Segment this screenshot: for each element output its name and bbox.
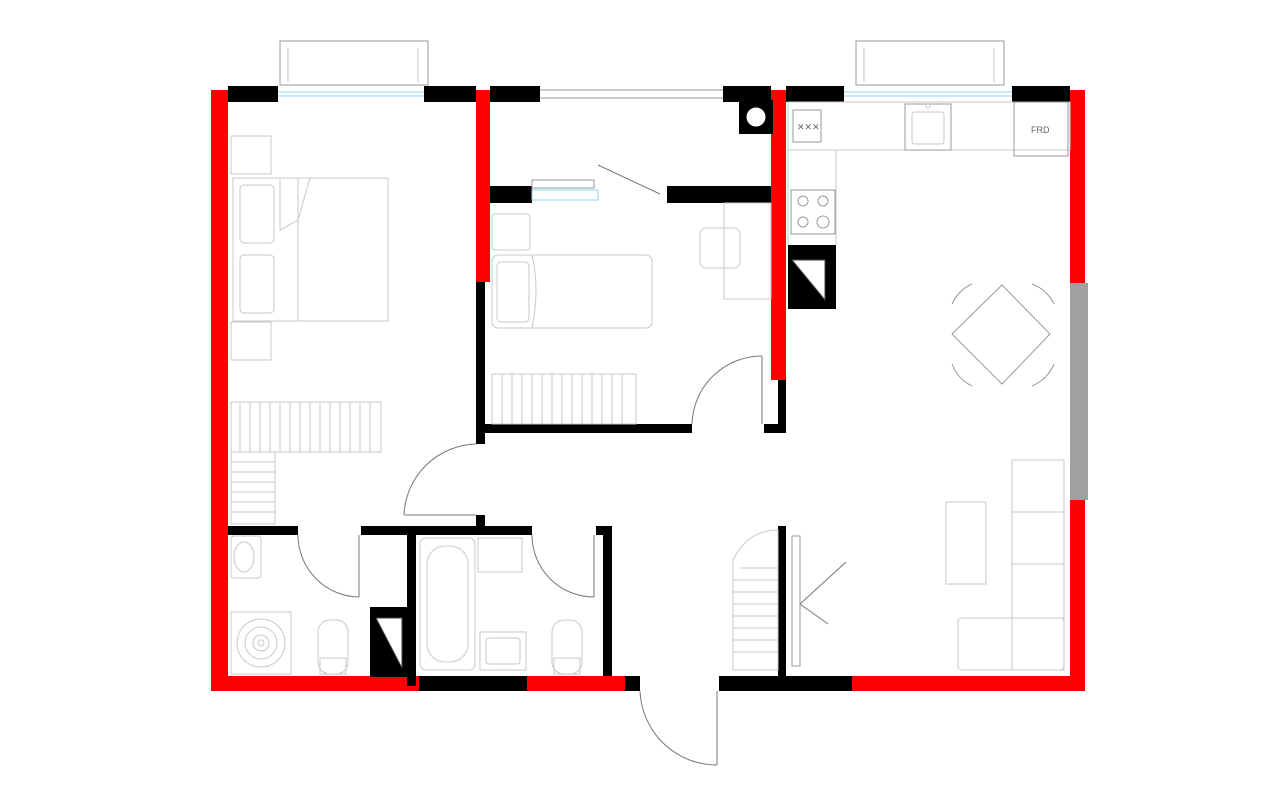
hall-furniture bbox=[732, 529, 779, 671]
nightstand-top bbox=[230, 135, 272, 175]
exterior-walls bbox=[211, 90, 1085, 691]
window-sill-right bbox=[855, 40, 1005, 86]
south-wall-black-3 bbox=[719, 676, 852, 691]
wardrobe-2 bbox=[230, 451, 276, 525]
hall-wardrobe bbox=[732, 529, 779, 671]
vent-shaft-hole bbox=[743, 104, 769, 130]
bedroom2-furniture bbox=[491, 202, 772, 425]
top-wall-seg-3 bbox=[490, 86, 540, 102]
bathtub bbox=[419, 537, 476, 671]
bedroom2-bottom-wall bbox=[476, 424, 692, 433]
top-wall-seg-5 bbox=[786, 86, 844, 102]
fridge bbox=[1013, 101, 1069, 157]
stove bbox=[790, 189, 836, 235]
nightstand-bottom bbox=[230, 321, 272, 361]
bedroom2-top-wall-right bbox=[667, 186, 771, 203]
windows bbox=[278, 40, 1012, 201]
east-window-panel bbox=[1070, 283, 1088, 500]
bedroom1-furniture bbox=[230, 135, 389, 525]
top-wall-seg-6 bbox=[1012, 86, 1070, 102]
bedroom2-top-wall-left bbox=[490, 186, 532, 203]
wc1-fixtures bbox=[230, 535, 349, 675]
nightstand-b2 bbox=[491, 213, 531, 251]
sofa-back bbox=[1011, 459, 1065, 671]
wc1-east-wall bbox=[407, 526, 416, 686]
single-bed-pillow bbox=[496, 261, 530, 323]
south-exterior-wall-right bbox=[852, 676, 1085, 691]
wc1-basin bbox=[230, 535, 262, 579]
kitchen-counter-top bbox=[787, 101, 1071, 151]
east-exterior-wall-lower bbox=[1070, 500, 1085, 690]
bath-top-wall bbox=[416, 526, 532, 535]
kitchen-furniture: ✕✕✕ FRD bbox=[787, 101, 1071, 245]
south-exterior-wall-mid bbox=[527, 676, 625, 691]
south-wall-black-2 bbox=[625, 676, 640, 691]
wardrobe-1 bbox=[230, 401, 382, 453]
wc1-top-wall-left bbox=[228, 526, 298, 535]
microwave-label: ✕✕✕ bbox=[797, 122, 820, 132]
east-exterior-wall-upper bbox=[1070, 90, 1085, 283]
dining-table bbox=[951, 284, 1051, 385]
wc1-toilet bbox=[317, 619, 349, 675]
living-west-wall bbox=[778, 526, 786, 676]
sofa-chaise bbox=[957, 617, 1065, 671]
interior-walls bbox=[228, 86, 1070, 691]
shower-tray bbox=[230, 611, 292, 675]
living-furniture bbox=[791, 459, 1065, 671]
bedroom-partition-red bbox=[476, 90, 490, 282]
bath-sink bbox=[479, 631, 527, 671]
flue-bathroom-inner bbox=[375, 617, 403, 669]
fridge-label: FRD bbox=[1031, 125, 1050, 135]
top-wall-seg-1 bbox=[228, 86, 278, 102]
single-bed bbox=[491, 254, 653, 329]
top-wall-seg-4 bbox=[723, 86, 771, 102]
pillow-2 bbox=[239, 254, 275, 314]
bedroom2-window-frame bbox=[531, 179, 595, 189]
tv-unit bbox=[791, 535, 801, 667]
wardrobe-b2-hangers bbox=[501, 374, 623, 424]
kitchen-lower-partition bbox=[778, 380, 786, 433]
dining-set bbox=[951, 283, 1055, 387]
window-sill-left bbox=[279, 40, 429, 86]
microwave bbox=[792, 109, 822, 143]
double-bed bbox=[232, 177, 389, 322]
coffee-table bbox=[945, 501, 987, 585]
south-exterior-wall-left bbox=[211, 676, 419, 691]
wardrobe-1-hangers bbox=[239, 402, 371, 452]
doors bbox=[297, 164, 847, 766]
wardrobe-b2 bbox=[491, 373, 637, 425]
top-wall-seg-2 bbox=[424, 86, 476, 102]
pillow-1 bbox=[239, 184, 275, 244]
bedroom2-bottom-wall-right bbox=[764, 424, 786, 433]
wc2-east-wall bbox=[603, 526, 612, 676]
desk-chair bbox=[699, 227, 741, 269]
wc1-top-wall-right bbox=[361, 526, 416, 535]
flue-kitchen-inner bbox=[790, 259, 826, 302]
bath-top-wall-stub bbox=[476, 515, 485, 529]
south-wall-black-1 bbox=[419, 676, 527, 691]
west-exterior-wall bbox=[211, 90, 228, 690]
bedroom2-west-wall bbox=[476, 282, 485, 444]
desk bbox=[723, 202, 772, 300]
bath-cabinet bbox=[477, 537, 523, 573]
bath-fixtures bbox=[419, 537, 583, 675]
kitchen-partition-red bbox=[771, 90, 786, 380]
wc2-toilet bbox=[551, 619, 583, 675]
